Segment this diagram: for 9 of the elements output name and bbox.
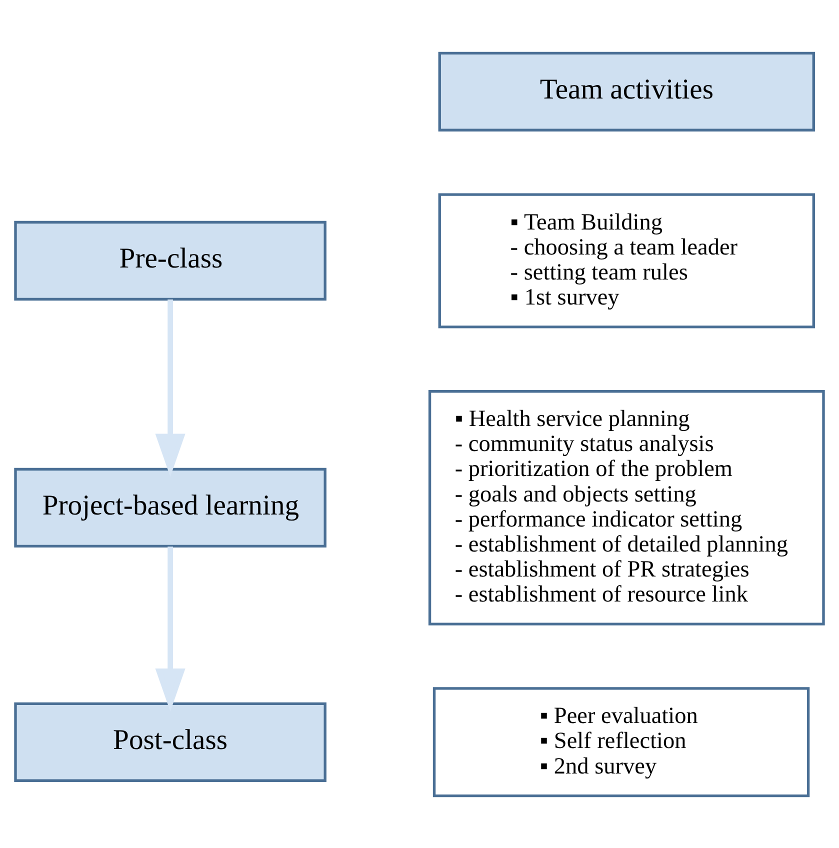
node-box: Post-class	[14, 702, 326, 782]
arrow	[155, 299, 186, 476]
node-box: Pre-class	[14, 220, 326, 300]
node-box: ▪ Health service planning - community status analysis - prioritization of the problem - goals and objects setting - performance indicator setting - establishment of detailed planning - establishment of PR strategies - establishment of resource link	[428, 390, 825, 625]
node-box: ▪ Team Building - choosing a team leader - setting team rules ▪ 1st survey	[438, 192, 815, 328]
node-box: ▪ Peer evaluation ▪ Self reflection ▪ 2nd survey	[432, 686, 810, 797]
node-box: Project-based learning	[14, 467, 326, 548]
node-box: Team activities	[438, 51, 815, 131]
arrow	[155, 546, 186, 711]
